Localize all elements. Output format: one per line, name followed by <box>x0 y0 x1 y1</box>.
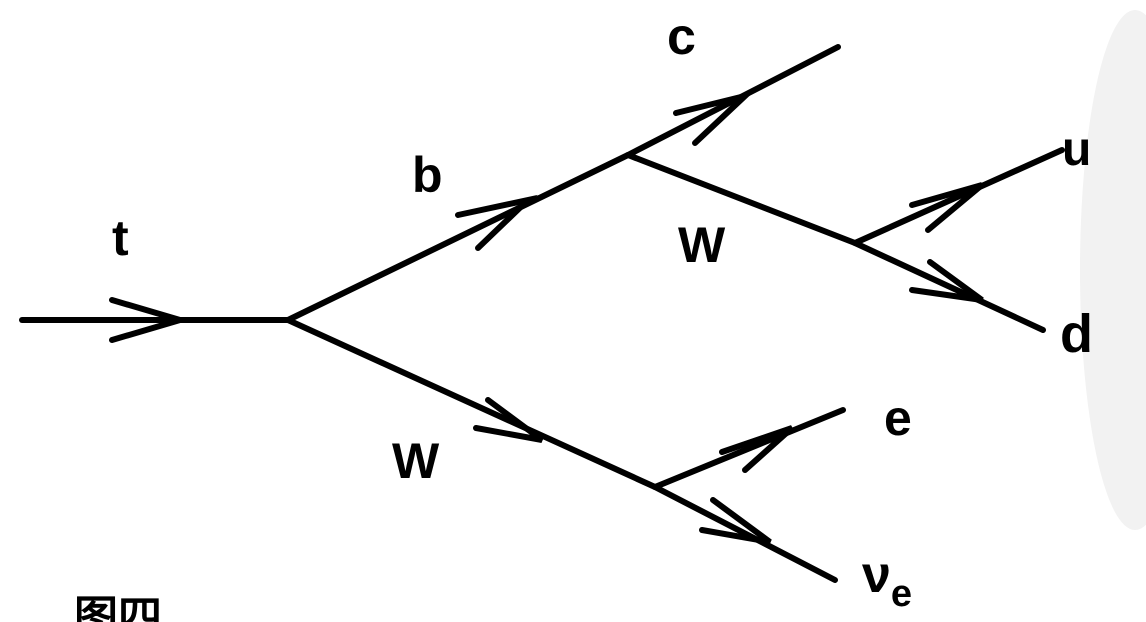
arrow-electron <box>719 425 794 473</box>
label-w-lower: W <box>392 433 440 489</box>
arrow-neutrino <box>699 497 772 545</box>
arrow-w-boson-lower <box>473 397 544 443</box>
line-b-quark <box>285 152 631 323</box>
arrow-c-quark <box>673 90 756 146</box>
arrow-d-quark <box>909 259 984 303</box>
figure-caption: 图四 <box>74 593 162 622</box>
label-w-upper: W <box>678 217 726 273</box>
label-d: d <box>1060 304 1093 364</box>
arrow-b-quark <box>455 194 538 251</box>
label-c: c <box>667 8 696 66</box>
label-e: e <box>884 390 912 446</box>
line-neutrino <box>652 484 838 583</box>
line-w-boson-upper <box>625 152 858 246</box>
label-nu: νe <box>862 546 912 615</box>
label-nu-subscript: e <box>891 573 912 615</box>
label-nu-symbol: ν <box>862 546 891 604</box>
arrow-t-quark <box>109 297 191 343</box>
arrow-u-quark <box>909 182 984 233</box>
line-w-boson-lower <box>285 317 658 490</box>
scan-shadow <box>1080 10 1146 530</box>
line-d-quark <box>852 240 1046 333</box>
label-t: t <box>112 210 129 266</box>
line-electron <box>652 407 846 490</box>
label-u: u <box>1062 123 1091 176</box>
label-b: b <box>412 147 443 203</box>
line-u-quark <box>852 147 1065 246</box>
